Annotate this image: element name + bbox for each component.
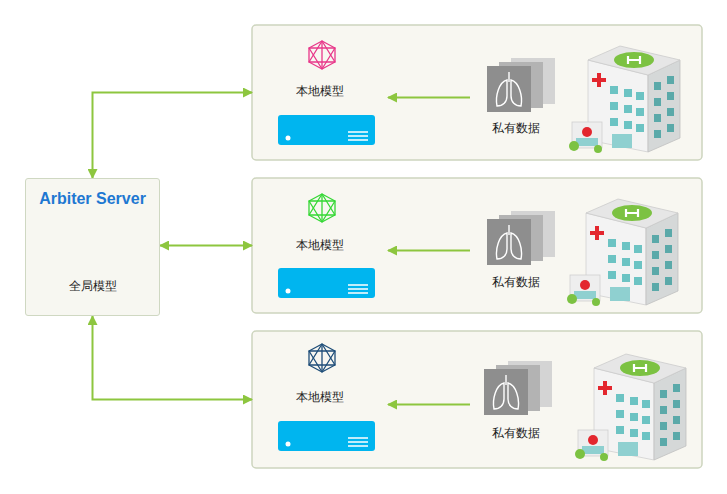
- connector-arrow: [388, 250, 470, 252]
- connector-arrow: [93, 93, 253, 179]
- private-data: 私有数据: [470, 40, 562, 157]
- local-model: 本地模型: [252, 336, 388, 463]
- node-label: 本地模型: [252, 238, 388, 253]
- lung-scan-stack: [487, 58, 555, 112]
- hospital-panel: [252, 331, 702, 468]
- server-bar: [278, 421, 375, 451]
- server-box: Arbiter Server 全局模型: [25, 178, 160, 316]
- private-data: 私有数据: [470, 193, 562, 310]
- server-bar: [278, 115, 375, 145]
- local-model: 本地模型: [252, 183, 388, 308]
- lung-scan-stack: [484, 361, 552, 415]
- connector-arrow: [388, 97, 470, 99]
- connector-arrow: [160, 245, 252, 247]
- hospital-panel: [252, 25, 702, 468]
- server-lines: [348, 285, 368, 293]
- private-data: 私有数据: [470, 346, 562, 463]
- connector-arrow: [93, 316, 253, 400]
- node-label: 私有数据: [470, 275, 562, 290]
- model-icon: [309, 344, 335, 372]
- server-bar: [278, 421, 375, 451]
- server-dot: [286, 442, 291, 447]
- server-dot: [286, 289, 291, 294]
- hospital-panel: [252, 25, 702, 160]
- node-label: 私有数据: [470, 426, 562, 441]
- node-label: 本地模型: [252, 84, 388, 99]
- hospital-building: [569, 46, 680, 153]
- node-label: 全局模型: [26, 279, 159, 294]
- connector-arrow: [388, 404, 470, 406]
- server-bar: [278, 115, 375, 145]
- local-model: 本地模型: [252, 30, 388, 155]
- server-title: Arbiter Server: [26, 190, 159, 208]
- hospital-panel: [252, 178, 702, 313]
- server-bar: [278, 268, 375, 298]
- server-bar: [278, 268, 375, 298]
- node-label: 私有数据: [470, 121, 562, 136]
- server-lines: [348, 438, 368, 446]
- node-label: 本地模型: [252, 390, 388, 405]
- server-lines: [348, 132, 368, 140]
- model-icon: [309, 41, 335, 69]
- model-icon: [309, 194, 335, 222]
- hospital-building: [575, 354, 686, 461]
- server-dot: [286, 136, 291, 141]
- lung-scan-stack: [487, 211, 555, 265]
- hospital-building: [567, 199, 678, 306]
